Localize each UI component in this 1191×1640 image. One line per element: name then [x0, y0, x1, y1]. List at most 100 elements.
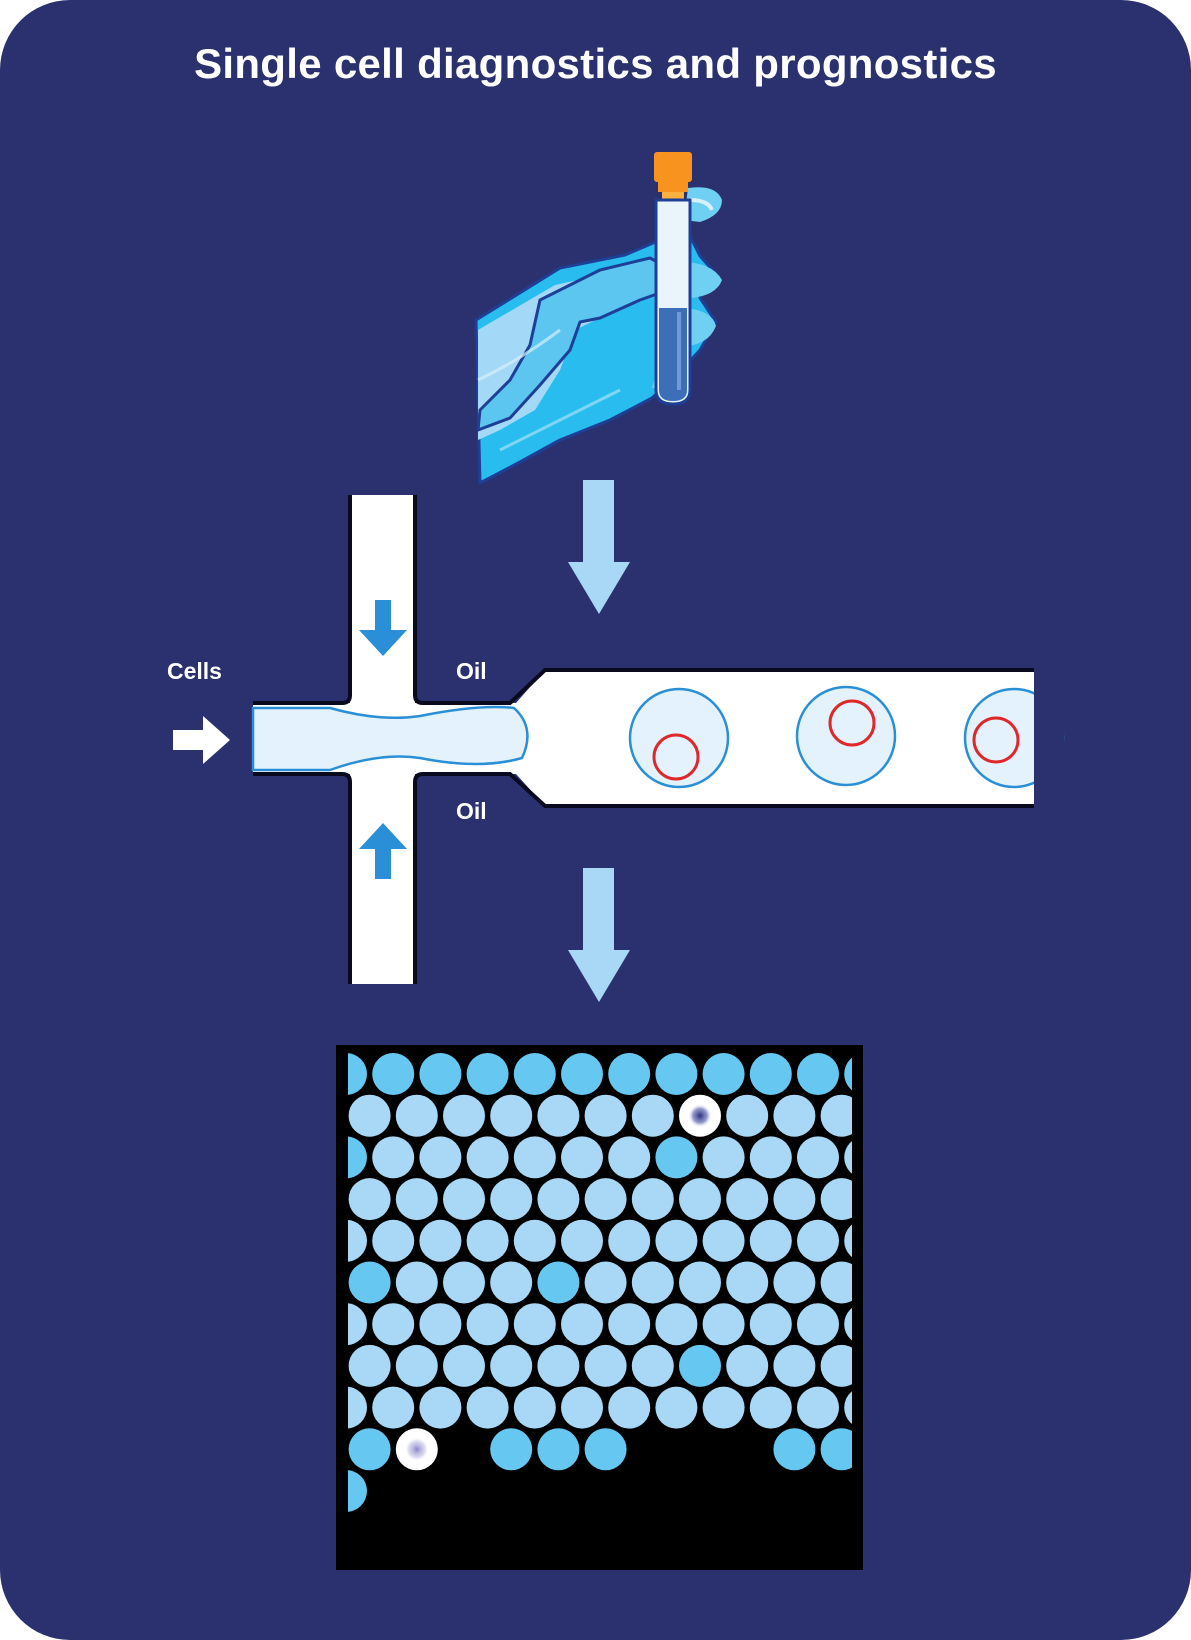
droplet-empty	[513, 1303, 556, 1346]
droplet-empty	[655, 1303, 698, 1346]
droplet-empty	[419, 1386, 462, 1429]
droplet-empty	[726, 1094, 769, 1137]
droplet-empty	[868, 1095, 910, 1137]
droplet-empty	[655, 1219, 698, 1262]
droplet-empty	[372, 1053, 415, 1095]
droplet-empty	[466, 1386, 509, 1429]
droplet-empty	[773, 1261, 816, 1304]
droplet-empty	[490, 1094, 533, 1137]
droplet-empty	[820, 1094, 852, 1137]
droplet-empty	[466, 1303, 509, 1346]
droplet-empty	[608, 1219, 651, 1262]
droplet-with-cell	[628, 687, 730, 789]
droplet-empty	[844, 1057, 852, 1091]
droplet-empty	[561, 1386, 603, 1429]
droplet-empty	[702, 1053, 745, 1095]
droplet-empty	[490, 1344, 533, 1387]
droplet-empty	[348, 1053, 367, 1095]
droplet-empty	[655, 1136, 698, 1179]
droplet-empty	[561, 1136, 603, 1179]
droplet-empty	[561, 1219, 603, 1262]
droplet-empty	[631, 1261, 674, 1304]
droplet-empty	[466, 1053, 509, 1095]
droplet-empty	[844, 1224, 852, 1258]
oil-arrow-up-icon	[359, 823, 407, 879]
oil-label-top: Oil	[456, 658, 487, 684]
droplet-empty	[537, 1428, 580, 1471]
droplet-empty	[348, 1178, 391, 1221]
droplet-empty	[797, 1219, 839, 1262]
droplet-empty	[537, 1261, 580, 1304]
droplet-empty	[820, 1428, 852, 1471]
droplet-empty	[584, 1344, 627, 1387]
droplet-empty	[348, 1219, 367, 1262]
droplet-empty	[797, 1386, 839, 1429]
droplet-empty	[608, 1053, 651, 1095]
droplet-empty	[348, 1428, 391, 1471]
droplet-empty	[749, 1219, 792, 1262]
droplet-empty	[348, 1136, 367, 1179]
droplet-empty	[372, 1219, 415, 1262]
droplet-empty	[348, 1261, 391, 1304]
droplet-empty	[278, 1387, 320, 1429]
droplet-empty	[702, 1303, 745, 1346]
droplet-empty	[702, 1219, 745, 1262]
droplet-empty	[372, 1386, 415, 1429]
oil-label-bottom: Oil	[456, 798, 487, 824]
droplet-empty	[844, 1307, 852, 1341]
droplet-empty	[513, 1053, 556, 1095]
droplet-empty	[537, 1094, 580, 1137]
droplet-empty	[443, 1344, 485, 1387]
droplet-empty	[395, 1178, 438, 1221]
droplet-empty	[797, 1303, 839, 1346]
droplet-empty	[372, 1303, 415, 1346]
droplet-empty	[513, 1136, 556, 1179]
droplet-empty	[419, 1136, 462, 1179]
droplet-empty	[372, 1136, 415, 1179]
droplet-empty	[443, 1261, 485, 1304]
droplet-empty	[443, 1094, 485, 1137]
droplet-empty	[395, 1261, 438, 1304]
droplet-empty	[749, 1053, 792, 1095]
droplet-empty	[868, 1345, 910, 1387]
droplet-empty	[278, 1470, 320, 1512]
test-tube-icon	[654, 152, 692, 406]
droplet-empty	[655, 1053, 698, 1095]
droplet-empty	[868, 1262, 910, 1304]
droplet-empty	[679, 1178, 721, 1221]
droplet-empty	[278, 1053, 320, 1095]
droplet-empty	[844, 1391, 852, 1424]
droplet-empty	[537, 1178, 580, 1221]
droplet-empty	[655, 1386, 698, 1429]
oil-arrow-down-icon	[359, 600, 407, 656]
droplet-empty	[419, 1219, 462, 1262]
arrow-down-icon	[568, 868, 630, 1002]
droplet-empty	[419, 1053, 462, 1095]
droplet-empty	[726, 1178, 769, 1221]
droplet-empty	[773, 1428, 816, 1471]
droplet-empty	[797, 1053, 839, 1095]
droplet-empty	[584, 1178, 627, 1221]
droplet-empty	[820, 1344, 852, 1387]
droplet-with-cell	[795, 685, 897, 787]
droplet-empty	[490, 1178, 533, 1221]
droplet-empty	[348, 1094, 391, 1137]
droplet-empty	[584, 1428, 627, 1471]
droplet-empty	[820, 1178, 852, 1221]
droplet-empty	[820, 1261, 852, 1304]
droplet-empty	[348, 1303, 367, 1346]
droplet-empty	[490, 1261, 533, 1304]
droplet-empty	[584, 1261, 627, 1304]
droplet-empty	[513, 1386, 556, 1429]
droplet-empty	[773, 1094, 816, 1137]
encapsulated-cell	[688, 1103, 712, 1128]
droplet-empty	[584, 1094, 627, 1137]
droplet-empty	[395, 1094, 438, 1137]
droplet-empty	[631, 1094, 674, 1137]
droplet-empty	[490, 1428, 533, 1471]
cells-label: Cells	[167, 658, 222, 684]
cells-arrow-right-icon	[173, 716, 230, 764]
droplet-empty	[679, 1344, 721, 1387]
